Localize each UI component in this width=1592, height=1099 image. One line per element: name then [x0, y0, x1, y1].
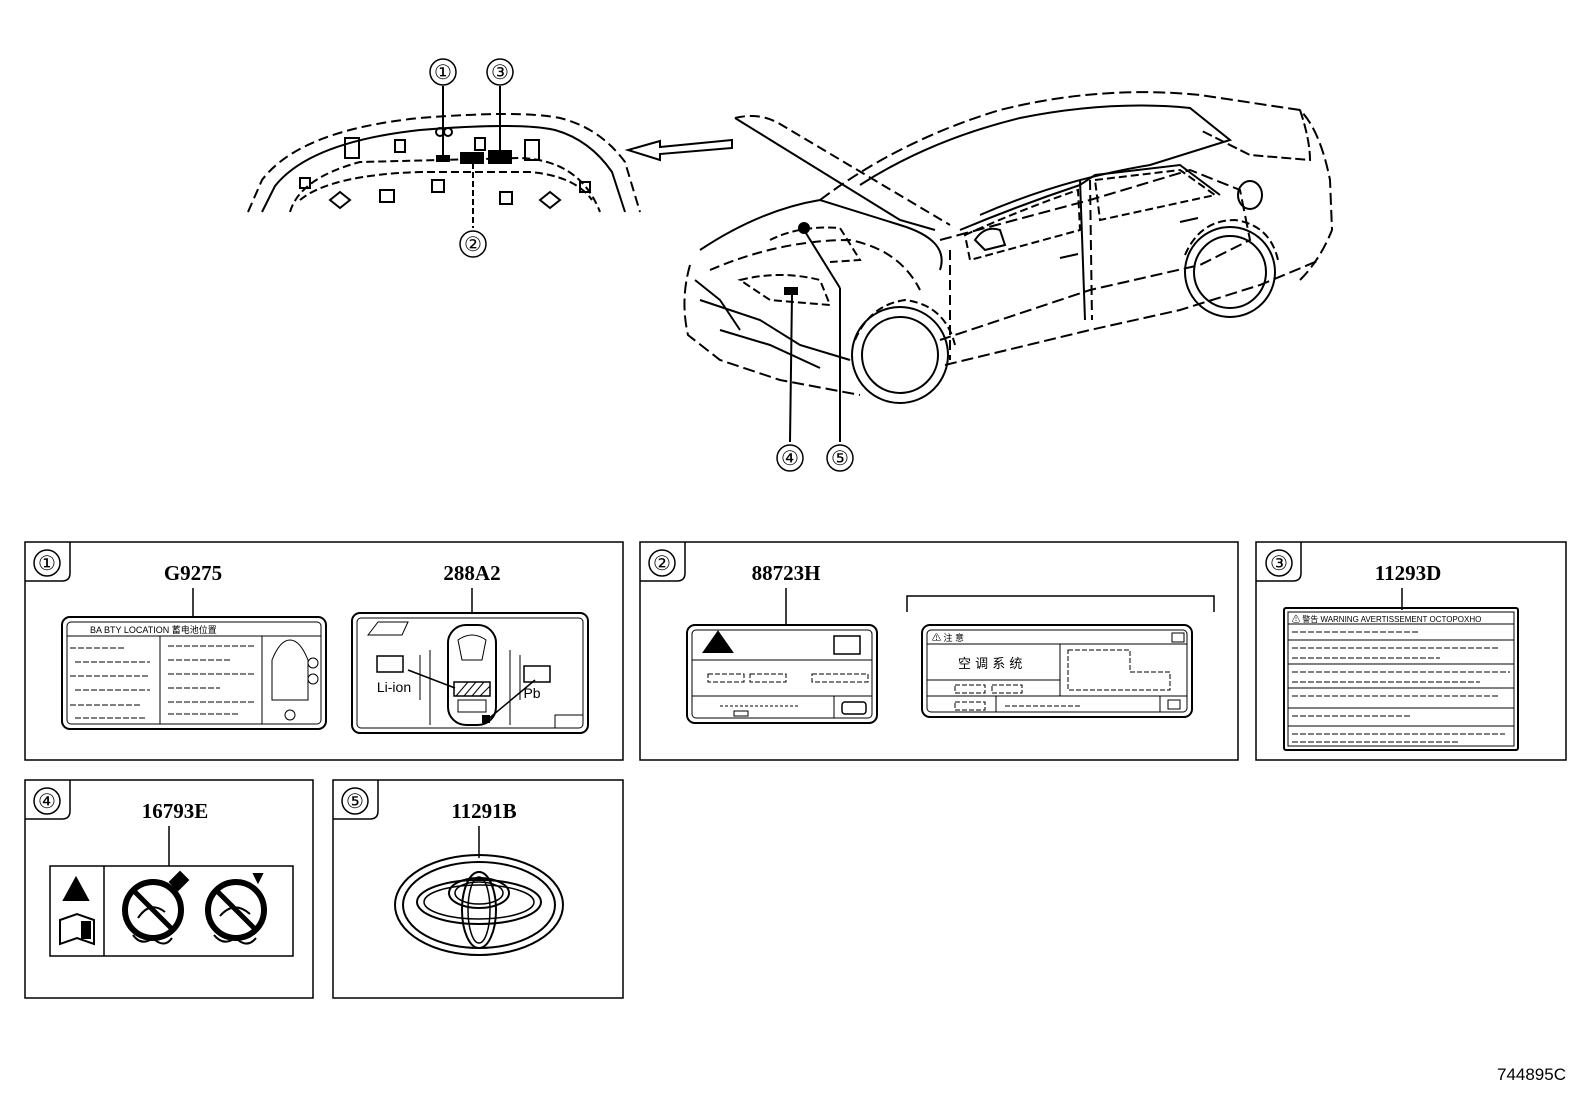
svg-text:空 调 系 统: 空 调 系 统: [958, 657, 1022, 672]
svg-text:④: ④: [781, 448, 799, 470]
part-number-16793e: 16793E: [142, 799, 209, 823]
part-number-11293d: 11293D: [1375, 561, 1442, 585]
part-number-288a2: 288A2: [443, 561, 500, 585]
callout-1-top: ①: [429, 58, 457, 86]
hood-underside-detail: [247, 86, 641, 228]
svg-text:③: ③: [1270, 553, 1288, 575]
battery-icon: [376, 655, 404, 673]
no-airbag-child-icon: [205, 873, 267, 945]
manual-book-icon: [366, 621, 409, 636]
panel-4: ④ 16793E: [24, 779, 314, 999]
svg-text:②: ②: [464, 234, 482, 256]
battery-icon: [523, 665, 551, 683]
svg-text:①: ①: [38, 553, 56, 575]
callout-2-top: ②: [459, 230, 487, 258]
toyota-emblem-icon: [394, 854, 564, 956]
label-11293d: ⚠ 警告 WARNING AVERTISSEMENT OCTOPOXHO: [1283, 607, 1519, 751]
svg-text:BA BTY LOCATION 蓄电池位置: BA BTY LOCATION 蓄电池位置: [90, 624, 217, 635]
callout-3-top: ③: [486, 58, 514, 86]
svg-text:Li-ion: Li-ion: [377, 679, 411, 695]
part-number-11291b: 11291B: [451, 799, 516, 823]
part-number-g9275: G9275: [164, 561, 222, 585]
label-88723h: [686, 624, 878, 724]
no-airbag-child-icon: [122, 870, 190, 945]
label-288a2: Li-ion Pb: [351, 612, 589, 734]
label-aircon: ⚠ 注 意 空 调 系 统: [921, 624, 1193, 718]
label-16793e: [49, 865, 294, 957]
diagram-id: 744895C: [1497, 1065, 1566, 1084]
car-illustration: [683, 91, 1334, 443]
callout-4-car: ④: [776, 444, 804, 472]
warning-triangle-icon: [702, 630, 734, 653]
panel-5: ⑤ 11291B: [332, 779, 624, 999]
svg-text:②: ②: [653, 553, 671, 575]
manual-book-icon: [59, 912, 95, 946]
panel-2: ② 88723H ⚠ 注 意: [639, 541, 1239, 761]
svg-text:Pb: Pb: [523, 685, 540, 701]
panel-1: ① G9275 288A2 BA BTY LOCATION 蓄电池位置: [24, 541, 624, 761]
svg-text:③: ③: [491, 62, 509, 84]
svg-text:⚠ 警告 WARNING AVERTISSEMENT: ⚠ 警告 WARNING AVERTISSEMENT OCTOPOXHO: [1292, 614, 1481, 624]
callout-5-car: ⑤: [826, 444, 854, 472]
warning-triangle-icon: [62, 875, 90, 901]
svg-text:⑤: ⑤: [831, 448, 849, 470]
svg-text:④: ④: [38, 791, 56, 813]
svg-text:①: ①: [434, 62, 452, 84]
label-g9275: BA BTY LOCATION 蓄电池位置: [61, 616, 327, 730]
svg-text:⚠ 注 意: ⚠ 注 意: [932, 632, 964, 643]
panel-3: ③ 11293D ⚠ 警告 WARNING AVERTISSEMENT OCTO…: [1255, 541, 1567, 761]
svg-text:⑤: ⑤: [346, 791, 364, 813]
part-number-88723h: 88723H: [752, 561, 821, 585]
direction-arrow: [624, 138, 733, 162]
